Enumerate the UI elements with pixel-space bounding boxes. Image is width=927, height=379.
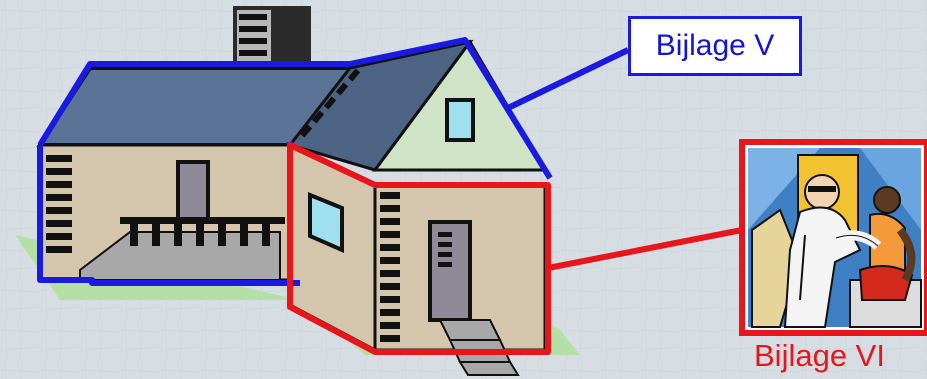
gable-window xyxy=(447,100,473,140)
doctor-patient-icon xyxy=(742,142,927,333)
bijlage-vi-label: Bijlage VI xyxy=(748,333,927,379)
back-door xyxy=(178,162,208,222)
bijlage-v-label: Bijlage V xyxy=(628,16,802,76)
front-door xyxy=(430,222,470,320)
